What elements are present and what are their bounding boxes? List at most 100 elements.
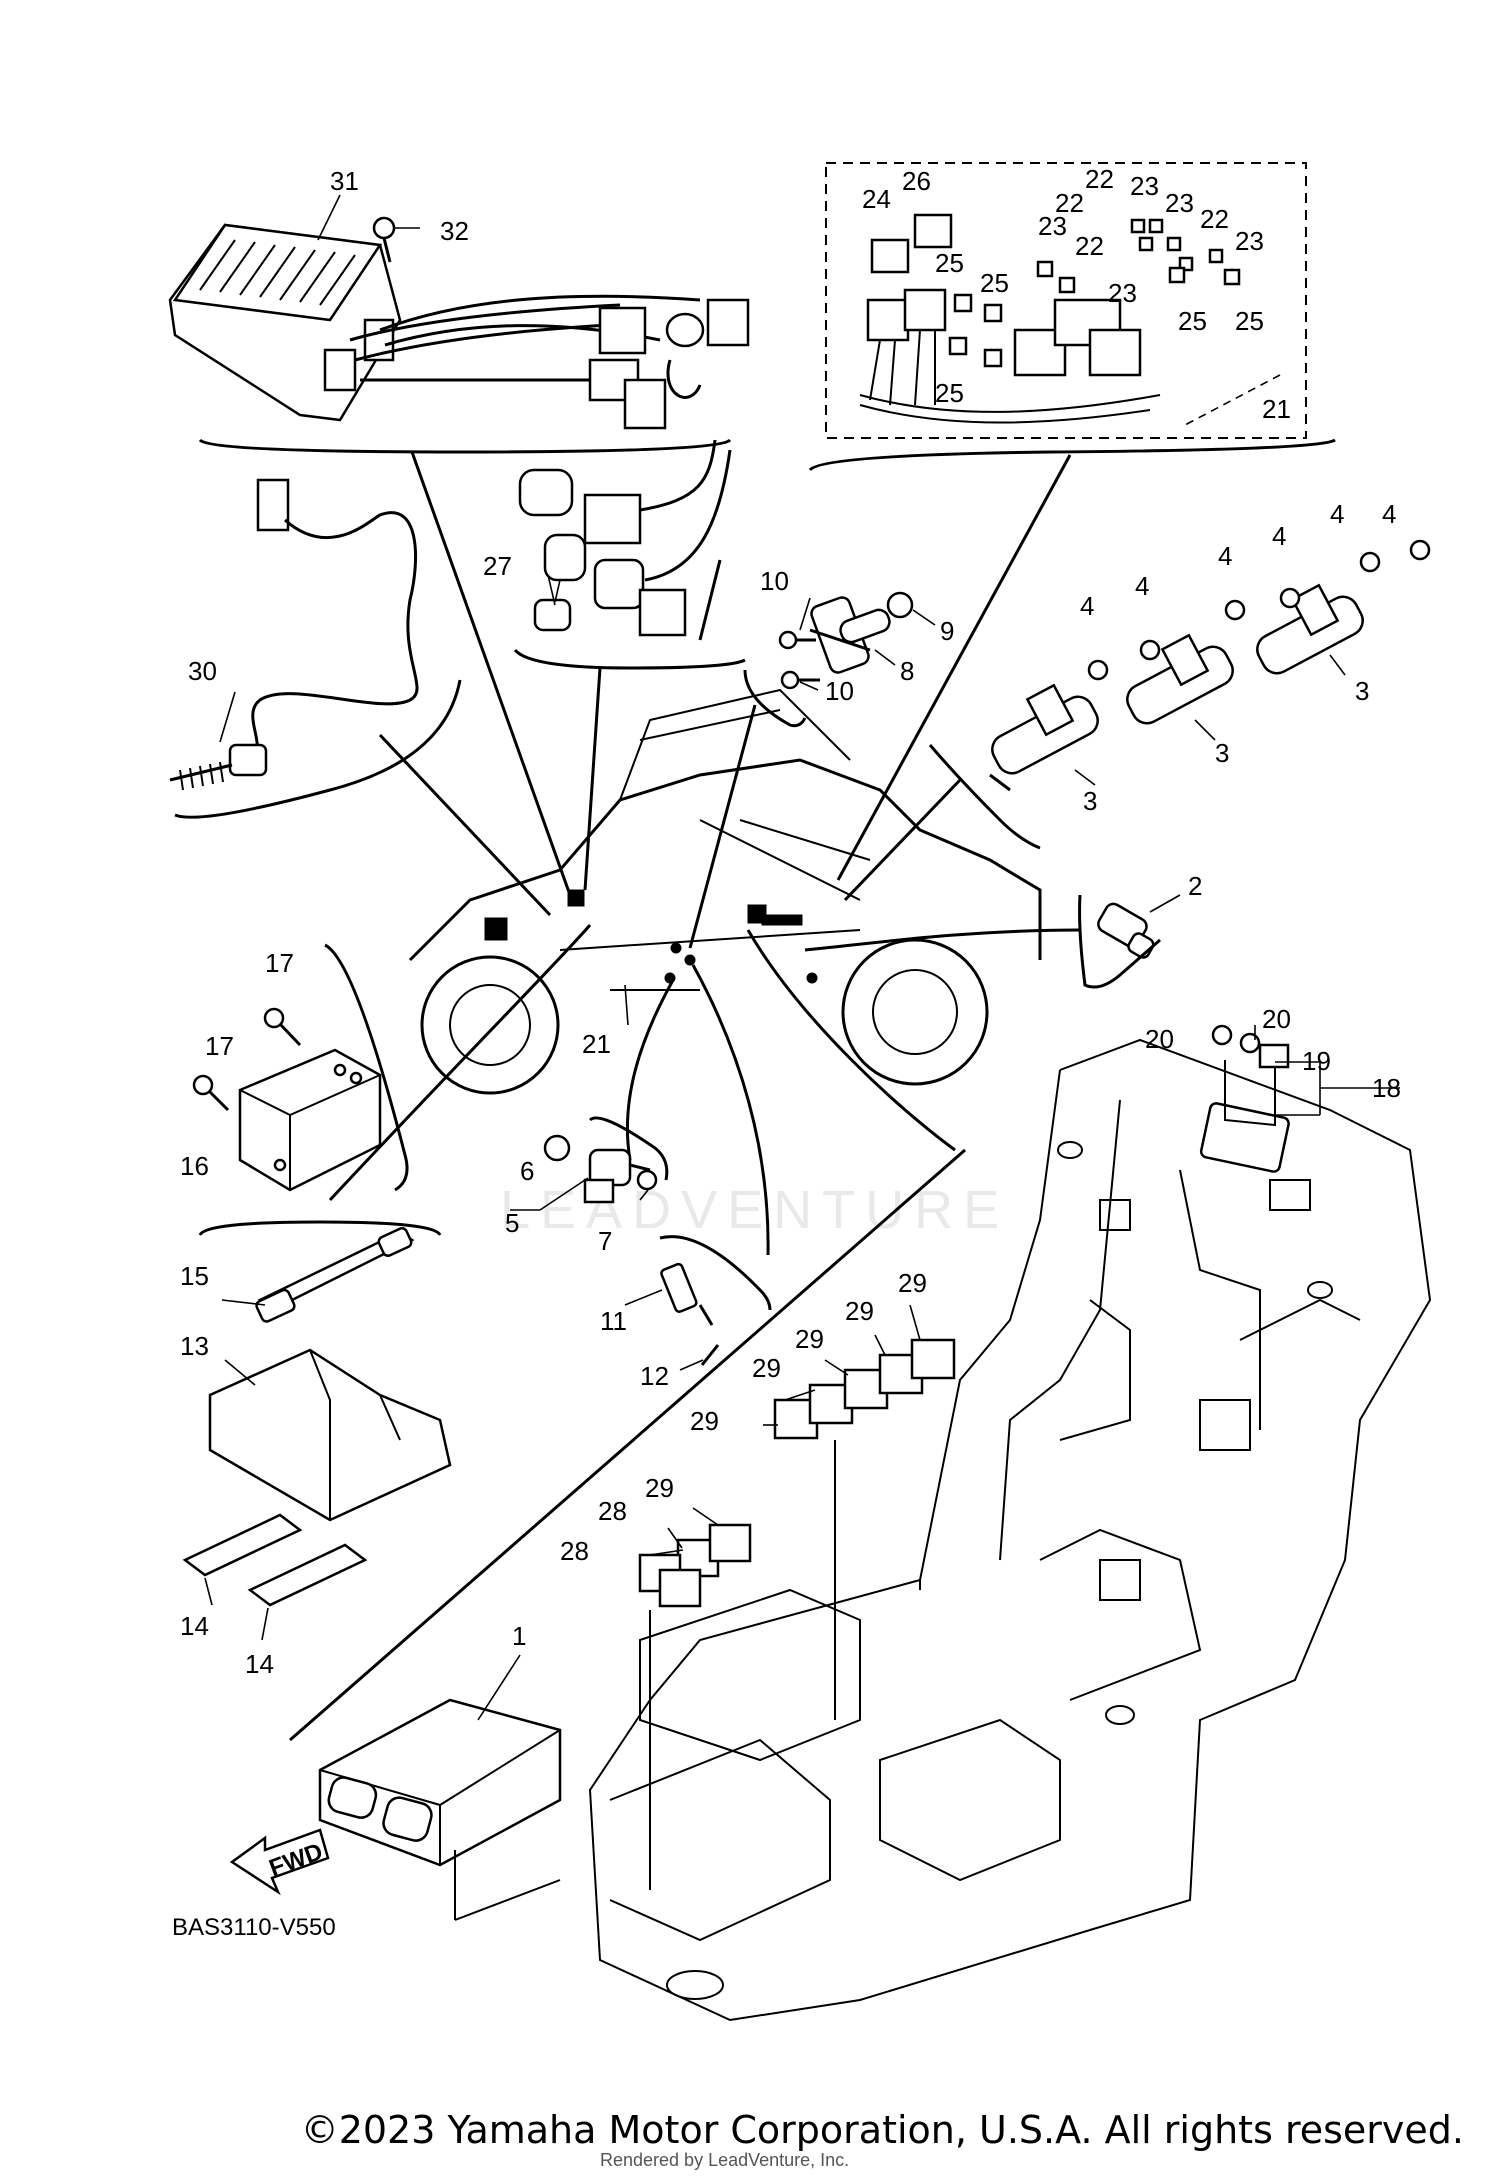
callout-4: 4 [1080, 591, 1094, 621]
callout-3: 3 [1355, 676, 1369, 706]
callout-21: 21 [582, 1029, 611, 1059]
part-18-relay[interactable] [1199, 1043, 1290, 1173]
part-32-bolt[interactable] [372, 216, 396, 263]
part-15-strap[interactable] [255, 1226, 415, 1324]
callout-leaders [204, 194, 1400, 1721]
part-14-pad-b[interactable] [247, 1543, 368, 1607]
part-14-pad-a[interactable] [182, 1513, 303, 1577]
rendered-by-text: Rendered by LeadVenture, Inc. [600, 2150, 850, 2170]
part-20-bolts[interactable] [1211, 1024, 1261, 1054]
callout-3: 3 [1215, 738, 1229, 768]
part-17-bolt-a[interactable] [263, 1007, 302, 1047]
callout-18: 18 [1372, 1073, 1401, 1103]
callout-9: 9 [940, 616, 954, 646]
callout-25: 25 [935, 248, 964, 278]
callout-17: 17 [205, 1031, 234, 1061]
callout-4: 4 [1272, 521, 1286, 551]
group-leader-lines [289, 451, 1081, 1742]
callout-7: 7 [598, 1226, 612, 1256]
callout-29: 29 [645, 1473, 674, 1503]
callout-22: 22 [1075, 231, 1104, 261]
part-31-unit[interactable] [168, 223, 750, 430]
callout-5: 5 [505, 1208, 519, 1238]
callout-19: 19 [1302, 1046, 1331, 1076]
part-27-connector-group[interactable] [518, 439, 732, 641]
callout-13: 13 [180, 1331, 209, 1361]
callout-20: 20 [1145, 1024, 1174, 1054]
callout-22: 22 [1200, 204, 1229, 234]
part-17-bolt-b[interactable] [192, 1074, 230, 1112]
copyright-text: ©2023 Yamaha Motor Corporation, U.S.A. A… [300, 2108, 1464, 2152]
part-10-bolt-b[interactable] [780, 670, 820, 690]
callout-29: 29 [898, 1268, 927, 1298]
callout-14: 14 [180, 1611, 209, 1641]
callout-23: 23 [1130, 171, 1159, 201]
callout-22: 22 [1055, 188, 1084, 218]
callout-32: 32 [440, 216, 469, 246]
part-1-ecu[interactable] [318, 1698, 562, 1867]
callout-numbers: 31 32 26 24 25 25 25 25 25 22 22 22 22 2… [180, 164, 1401, 1679]
callout-3: 3 [1083, 786, 1097, 816]
callout-10: 10 [825, 676, 854, 706]
callout-16: 16 [180, 1151, 209, 1181]
callout-29: 29 [690, 1406, 719, 1436]
part-16-module[interactable] [238, 1048, 382, 1192]
part-11-plug[interactable] [660, 1262, 714, 1326]
part-6-oring[interactable] [543, 1134, 571, 1162]
part-30-sensor[interactable] [169, 478, 419, 791]
fuse-relay-cluster[interactable] [859, 213, 1241, 424]
callout-4: 4 [1330, 499, 1344, 529]
callout-27: 27 [483, 551, 512, 581]
part-8-sensor[interactable] [809, 595, 892, 674]
diagram-code: BAS3110-V550 [172, 1914, 336, 1941]
callout-29: 29 [845, 1296, 874, 1326]
part-28-relays[interactable] [638, 1553, 702, 1890]
part-7-bolt[interactable] [636, 1169, 658, 1191]
callout-15: 15 [180, 1261, 209, 1291]
callout-23: 23 [1235, 226, 1264, 256]
callout-29: 29 [795, 1324, 824, 1354]
frame-tray [588, 1038, 1432, 2022]
part-3-injector-b[interactable] [1122, 633, 1238, 728]
part-9-oring[interactable] [886, 591, 914, 619]
callout-14: 14 [245, 1649, 274, 1679]
callout-17: 17 [265, 948, 294, 978]
callout-23: 23 [1108, 278, 1137, 308]
watermark-text: LEADVENTURE [500, 1180, 1009, 1240]
callout-12: 12 [640, 1361, 669, 1391]
callout-25: 25 [1178, 306, 1207, 336]
part-4-bolts[interactable] [1087, 539, 1431, 681]
callout-25: 25 [1235, 306, 1264, 336]
callout-23: 23 [1038, 211, 1067, 241]
callout-28: 28 [560, 1536, 589, 1566]
callout-10: 10 [760, 566, 789, 596]
callout-21: 21 [1262, 394, 1291, 424]
callout-11: 11 [600, 1306, 627, 1336]
callout-30: 30 [188, 656, 217, 686]
part-13-pad[interactable] [208, 1348, 452, 1522]
callout-20: 20 [1262, 1004, 1291, 1034]
callout-24: 24 [862, 184, 891, 214]
callout-4: 4 [1135, 571, 1149, 601]
callout-22: 22 [1085, 164, 1114, 194]
part-3-injector-a[interactable] [987, 683, 1103, 792]
callout-23: 23 [1165, 188, 1194, 218]
callout-31: 31 [330, 166, 359, 196]
part-5-sensor[interactable] [583, 1148, 651, 1204]
callout-26: 26 [902, 166, 931, 196]
callout-2: 2 [1188, 871, 1202, 901]
callout-29: 29 [752, 1353, 781, 1383]
part-3-injector-c[interactable] [1252, 583, 1368, 678]
part-29-relays[interactable] [676, 1338, 956, 1720]
callout-25: 25 [935, 378, 964, 408]
callout-6: 6 [520, 1156, 534, 1186]
callout-28: 28 [598, 1496, 627, 1526]
callout-25: 25 [980, 268, 1009, 298]
fwd-arrow-icon: FWD [229, 1828, 330, 1896]
part-12-pin[interactable] [700, 1344, 720, 1366]
callout-4: 4 [1382, 499, 1396, 529]
callout-1: 1 [512, 1621, 526, 1651]
part-10-bolt-a[interactable] [778, 630, 816, 650]
callout-4: 4 [1218, 541, 1232, 571]
